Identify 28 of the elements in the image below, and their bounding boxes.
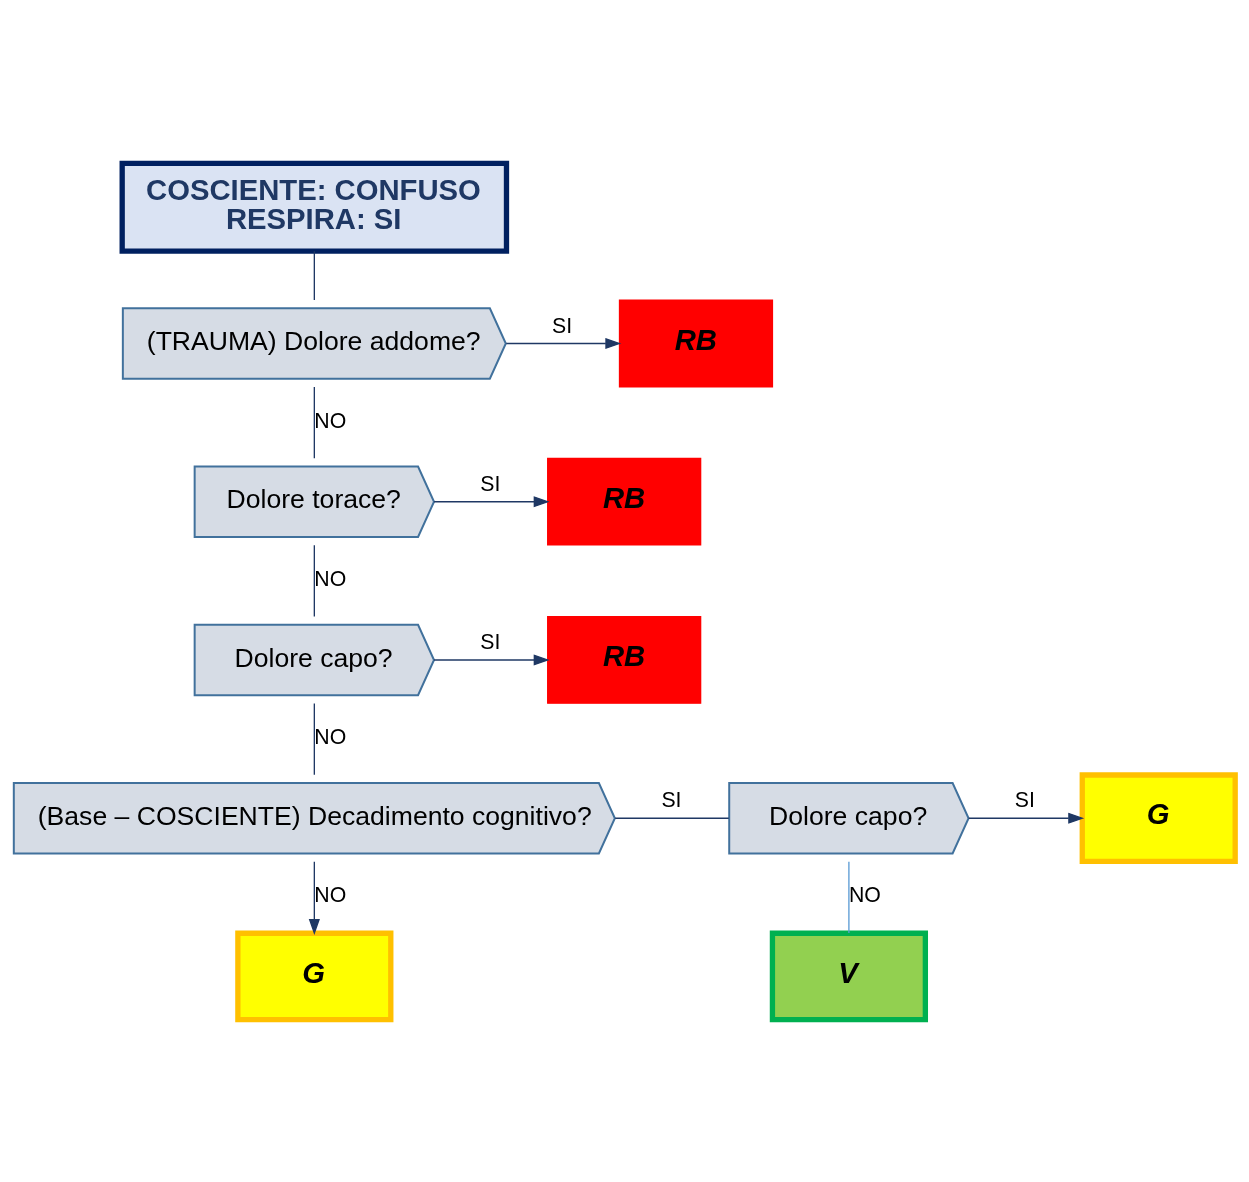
arrow bbox=[308, 860, 320, 935]
edge-label: SI bbox=[552, 313, 573, 338]
edge-label: NO bbox=[314, 882, 347, 907]
arrow bbox=[968, 812, 1085, 824]
connector bbox=[313, 702, 315, 775]
edge-label: SI bbox=[1014, 787, 1035, 812]
edge-label: NO bbox=[314, 724, 347, 749]
node-box: G bbox=[1079, 771, 1238, 864]
node-box: V bbox=[769, 930, 928, 1022]
connector bbox=[313, 385, 315, 459]
arrow bbox=[505, 337, 622, 349]
arrow bbox=[433, 653, 550, 666]
edge-label: SI bbox=[480, 629, 501, 654]
edge-label: NO bbox=[314, 408, 347, 433]
connector bbox=[614, 817, 730, 819]
connector bbox=[313, 544, 315, 617]
node-box: RB bbox=[547, 615, 702, 704]
node-box: RB bbox=[618, 299, 774, 387]
node-box: COSCIENTE: CONFUSO RESPIRA: SI bbox=[119, 160, 510, 254]
arrow bbox=[433, 495, 550, 507]
node-box: RB bbox=[547, 457, 702, 546]
connector bbox=[313, 250, 315, 301]
edge-label: SI bbox=[480, 471, 501, 496]
edge-label: NO bbox=[314, 566, 347, 591]
node-box: G bbox=[235, 930, 394, 1022]
connector bbox=[848, 860, 850, 934]
edge-label: NO bbox=[848, 882, 881, 907]
edge-label: SI bbox=[661, 787, 682, 812]
